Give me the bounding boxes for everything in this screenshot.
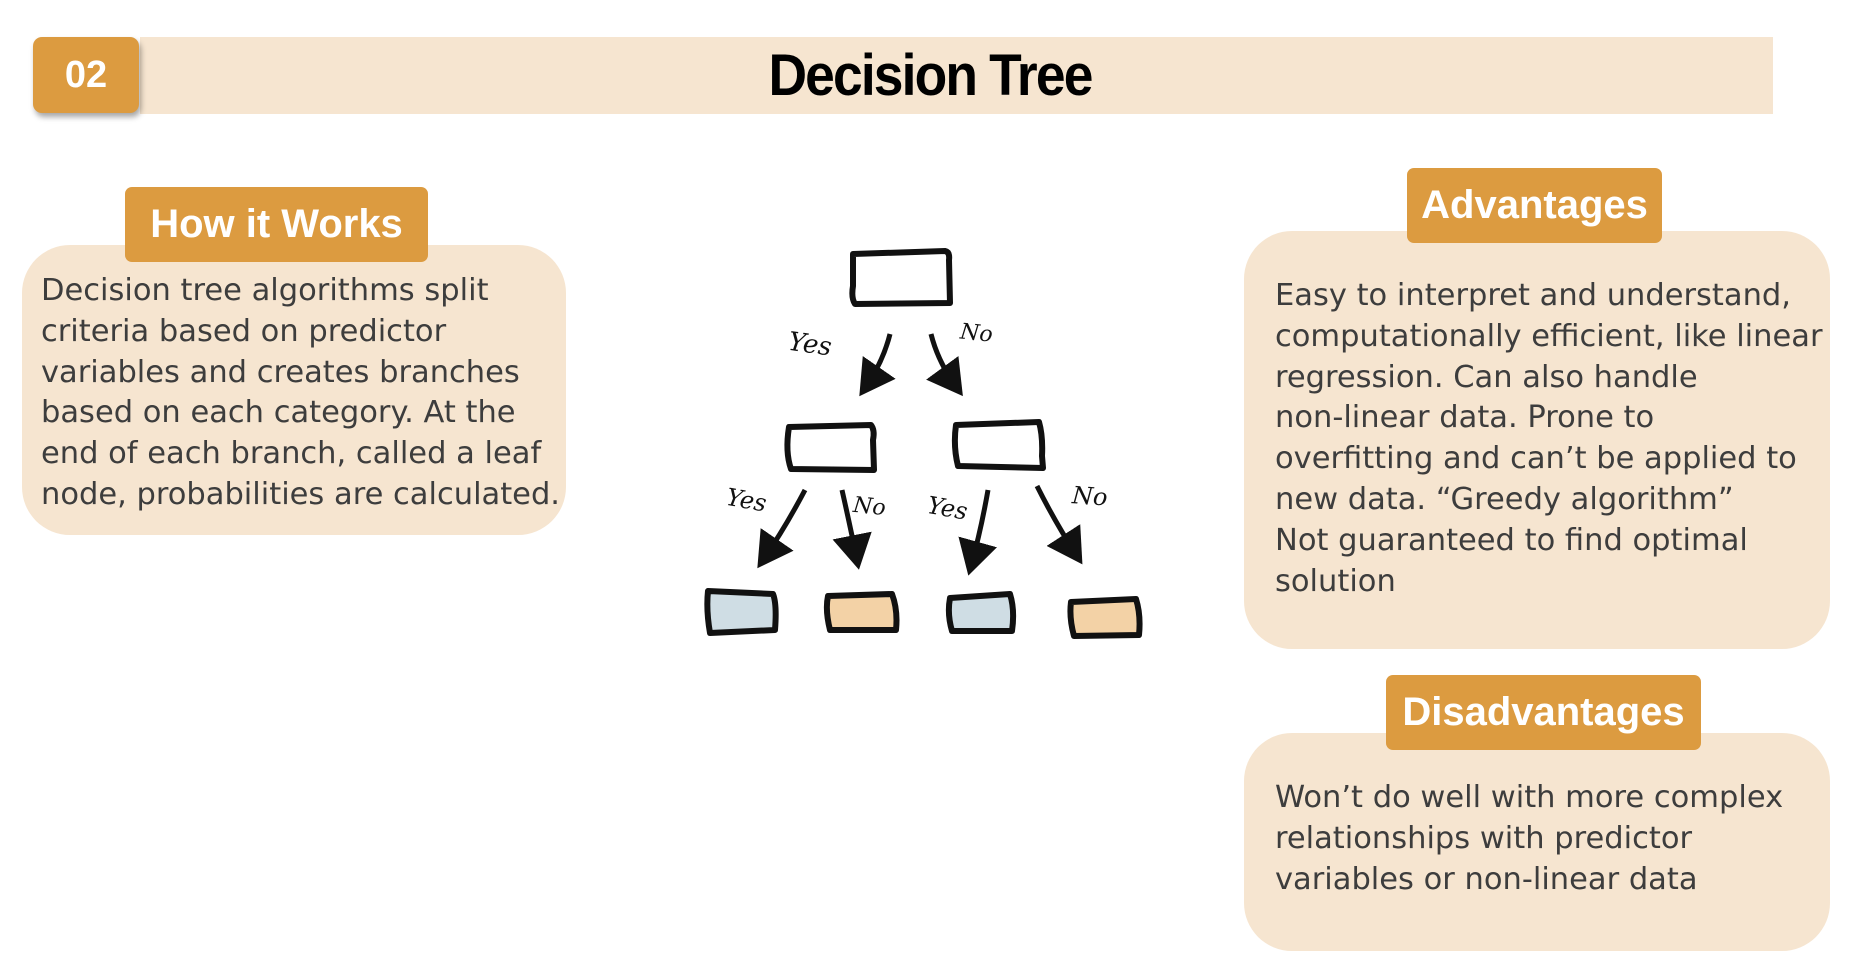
left-yes-arrow <box>757 488 808 569</box>
advantages-text: Easy to interpret and understand, comput… <box>1275 278 1823 599</box>
root-node <box>849 248 953 307</box>
leaf-node-3 <box>945 591 1017 634</box>
left-middle-node <box>784 422 877 473</box>
disadvantages-heading: Disadvantages <box>1386 675 1701 750</box>
advantages-heading: Advantages <box>1407 168 1662 243</box>
leaf-node-1 <box>704 588 779 636</box>
left-no-label: No <box>851 493 887 521</box>
advantages-panel <box>1244 231 1830 649</box>
root-yes-label: Yes <box>786 327 833 363</box>
right-middle-node <box>951 419 1046 471</box>
right-no-label: No <box>1070 481 1108 511</box>
slide-title: Decision Tree <box>768 43 1093 108</box>
left-no-arrow <box>832 489 872 570</box>
right-yes-arrow <box>958 489 997 576</box>
leaf-node-4 <box>1067 596 1143 639</box>
how-it-works-text: Decision tree algorithms split criteria … <box>41 273 561 512</box>
decision-tree-diagram: Yes No Yes No Yes No <box>625 190 1185 660</box>
decision-tree-sketch: Yes No Yes No Yes No <box>704 248 1143 639</box>
slide-number-badge: 02 <box>33 37 139 113</box>
leaf-node-2 <box>823 591 900 633</box>
how-it-works-heading: How it Works <box>125 187 428 262</box>
root-no-label: No <box>958 319 994 347</box>
title-bar <box>140 37 1773 114</box>
disadvantages-panel <box>1244 733 1830 951</box>
how-it-works-panel <box>22 245 566 535</box>
root-yes-arrow <box>859 333 896 397</box>
root-no-arrow <box>926 333 963 397</box>
right-yes-label: Yes <box>925 491 970 526</box>
right-no-arrow <box>1034 484 1083 565</box>
left-yes-label: Yes <box>724 483 769 518</box>
disadvantages-text: Won’t do well with more complex relation… <box>1275 780 1784 897</box>
